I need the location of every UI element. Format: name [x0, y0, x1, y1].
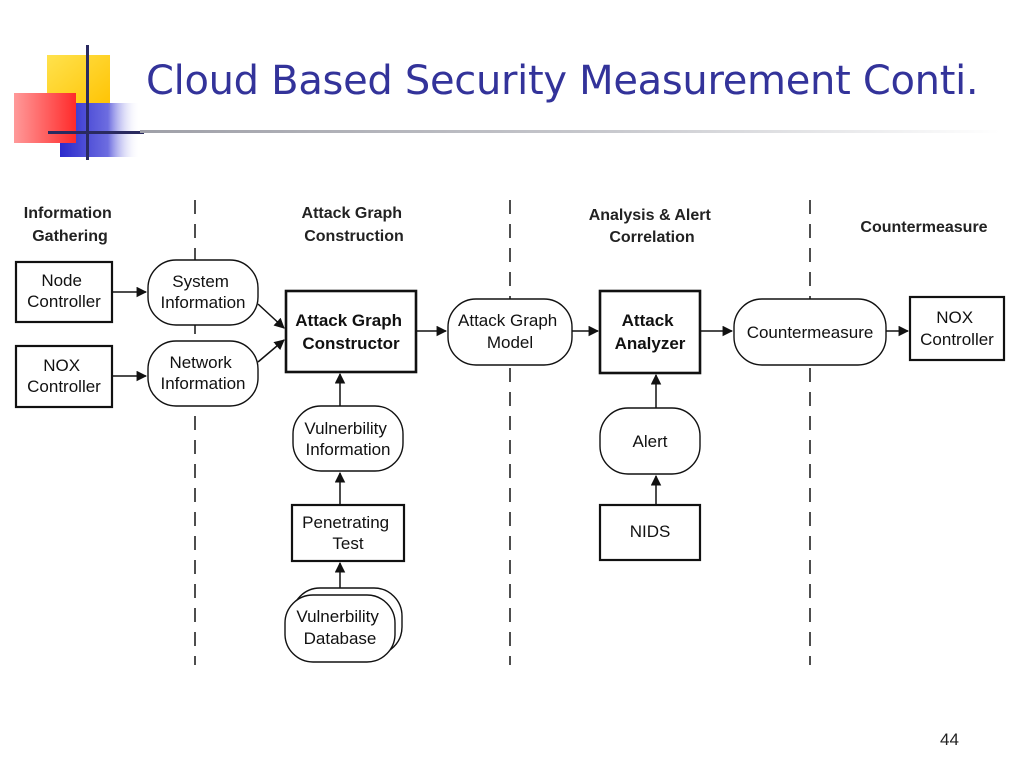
slide-title: Cloud Based Security Measurement Conti. [146, 58, 979, 104]
alert-label: Alert [633, 432, 668, 451]
vulnerbility-database-node: Vulnerbility Database [284, 587, 403, 663]
nox-controller-right-label: NOX Controller [920, 308, 994, 349]
penetrating-test-box: Penetrating Test [290, 503, 406, 563]
attack-graph-constructor-label: Attack Graph Constructor [295, 311, 406, 353]
vulnerbility-information-node: Vulnerbility Information [292, 405, 404, 472]
nox-controller-right-box: NOX Controller [908, 295, 1006, 362]
attack-analyzer-label: Attack Analyzer [615, 311, 686, 353]
attack-analyzer-box: Attack Analyzer [598, 289, 702, 375]
stage-header-info-gathering: Information Gathering [24, 205, 116, 245]
stage-header-attack-graph-construction: Attack Graph Construction [302, 205, 407, 245]
slide-logo-icon [14, 45, 144, 160]
vulnerbility-information-label: Vulnerbility Information [304, 419, 391, 459]
attack-graph-constructor-box: Attack Graph Constructor [284, 289, 418, 374]
network-information-node: Network Information [147, 340, 259, 407]
arrow-network-info-to-constructor [257, 339, 285, 363]
penetrating-test-label: Penetrating Test [302, 513, 394, 553]
node-controller-label: Node Controller [27, 271, 101, 311]
attack-graph-model-label: Attack Graph Model [458, 311, 562, 352]
nox-controller-left-label: NOX Controller [27, 356, 101, 396]
system-information-label: System Information [160, 272, 245, 312]
stage-header-analysis-alert: Analysis & Alert Correlation [589, 207, 716, 246]
title-divider [140, 130, 1000, 133]
alert-node: Alert [599, 407, 701, 475]
nids-box: NIDS [598, 503, 702, 562]
arrow-system-info-to-constructor [257, 303, 285, 329]
page-number: 44 [940, 730, 959, 749]
system-information-node: System Information [147, 259, 259, 326]
stage-header-countermeasure: Countermeasure [860, 219, 987, 236]
node-controller-box: Node Controller [14, 260, 114, 324]
nids-label: NIDS [630, 522, 671, 541]
attack-graph-model-node: Attack Graph Model [447, 298, 573, 366]
countermeasure-label: Countermeasure [747, 323, 874, 342]
countermeasure-node: Countermeasure [733, 298, 887, 366]
nox-controller-left-box: NOX Controller [14, 344, 114, 409]
network-information-label: Network Information [160, 353, 245, 393]
vulnerbility-database-label: Vulnerbility Database [296, 607, 383, 648]
